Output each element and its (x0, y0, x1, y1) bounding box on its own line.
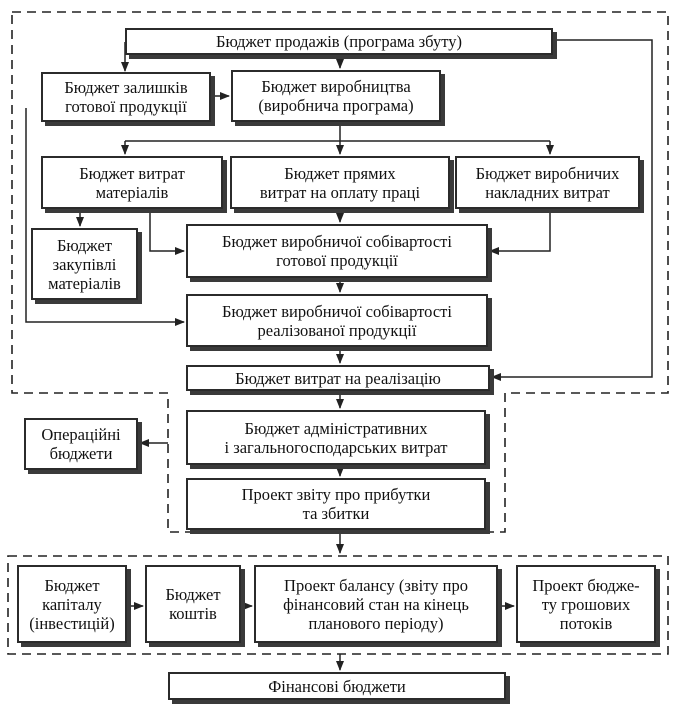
sales-budget-box: Бюджет продажів (програма збуту) (125, 28, 553, 55)
balance-sheet-label: Проект балансу (звіту про фінансовий ста… (283, 575, 469, 633)
operating-budgets-box: Операційні бюджети (24, 418, 138, 470)
cash-flow-budget-box: Проект бюдже- ту грошових потоків (516, 565, 656, 643)
capital-budget-label: Бюджет капіталу (інвестицій) (29, 575, 115, 633)
financial-budgets-box: Фінансові бюджети (168, 672, 506, 700)
capital-budget-box: Бюджет капіталу (інвестицій) (17, 565, 127, 643)
operating-budgets-label: Операційні бюджети (41, 425, 121, 463)
financial-budgets-boundary (7, 555, 669, 655)
purchases-budget-label: Бюджет закупівлі матеріалів (48, 235, 121, 293)
cash-flow-budget-label: Проект бюдже- ту грошових потоків (532, 575, 640, 633)
labor-budget-label: Бюджет прямих витрат на оплату праці (259, 163, 421, 202)
cash-budget-label: Бюджет коштів (165, 585, 221, 623)
cogm-budget-box: Бюджет виробничої собівартості готової п… (186, 224, 488, 278)
income-statement-label: Проект звіту про прибутки та збитки (241, 485, 431, 523)
selling-budget-label: Бюджет витрат на реалізацію (235, 368, 441, 388)
materials-budget-label: Бюджет витрат матеріалів (79, 163, 185, 202)
arrow-inventory-to-cogs (25, 108, 185, 326)
selling-budget-box: Бюджет витрат на реалізацію (186, 365, 490, 391)
income-statement-box: Проект звіту про прибутки та збитки (186, 478, 486, 530)
cogs-budget-label: Бюджет виробничої собівартості реалізова… (222, 301, 452, 340)
admin-budget-label: Бюджет адміністративних і загальногоспод… (224, 418, 448, 457)
purchases-budget-box: Бюджет закупівлі матеріалів (31, 228, 138, 300)
materials-budget-box: Бюджет витрат матеріалів (41, 156, 223, 209)
arrow-materials-to-cogm (149, 210, 185, 255)
production-budget-label: Бюджет виробництва (виробнича програма) (258, 77, 414, 115)
cash-budget-box: Бюджет коштів (145, 565, 241, 643)
sales-budget-label: Бюджет продажів (програма збуту) (216, 32, 462, 51)
arrow-sales-to-selling (491, 39, 653, 381)
balance-sheet-box: Проект балансу (звіту про фінансовий ста… (254, 565, 498, 643)
operating-budgets-boundary (11, 11, 669, 533)
overhead-budget-box: Бюджет виробничих накладних витрат (455, 156, 640, 209)
financial-budgets-label: Фінансові бюджети (268, 676, 406, 696)
inventory-budget-box: Бюджет залишків готової продукції (41, 72, 211, 122)
cogm-budget-label: Бюджет виробничої собівартості готової п… (222, 232, 452, 270)
production-budget-box: Бюджет виробництва (виробнича програма) (231, 70, 441, 122)
arrow-overhead-to-cogm (489, 210, 551, 255)
labor-budget-box: Бюджет прямих витрат на оплату праці (230, 156, 450, 209)
cogs-budget-box: Бюджет виробничої собівартості реалізова… (186, 294, 488, 347)
inventory-budget-label: Бюджет залишків готової продукції (64, 78, 188, 116)
overhead-budget-label: Бюджет виробничих накладних витрат (475, 163, 620, 202)
admin-budget-box: Бюджет адміністративних і загальногоспод… (186, 410, 486, 465)
